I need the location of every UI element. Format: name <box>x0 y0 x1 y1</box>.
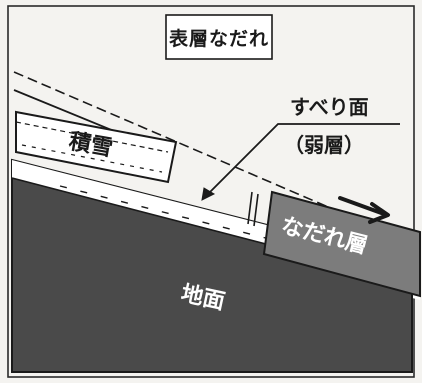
pointer-arrow-icon <box>201 123 400 201</box>
arrow-right-icon <box>338 196 390 224</box>
slip-surface-label: すべり面 <box>290 95 369 119</box>
title-text: 表層なだれ <box>169 27 269 50</box>
outer-border <box>7 5 415 378</box>
title-box: 表層なだれ <box>165 14 273 60</box>
weak-layer-label: （弱層） <box>284 133 364 157</box>
avalanche-slab <box>247 190 421 298</box>
snowpack-block <box>15 110 178 184</box>
